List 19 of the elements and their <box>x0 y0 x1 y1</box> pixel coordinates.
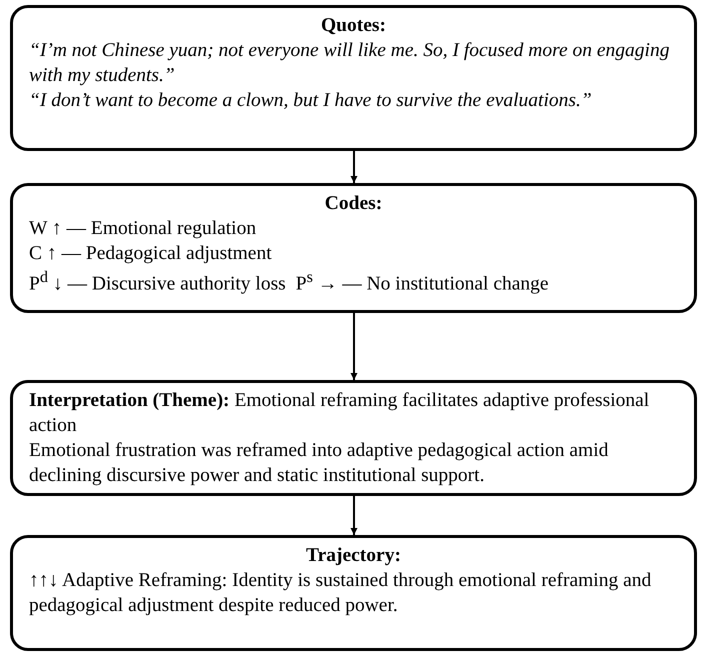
quote-text: “I don’t want to become a clown, but I have to survive the evaluations.” <box>29 88 593 113</box>
code-line: P$^{s}$ → — No institutional change <box>296 266 549 296</box>
process-box <box>10 183 697 313</box>
body-text: ↑↑↓ Adaptive Reframing: Identity is sustained through emotional reframing and pedagogical adjustment despite reduced power. <box>29 568 652 618</box>
arrow <box>350 313 358 380</box>
body-text: W ↑ — Emotional regulation <box>29 216 258 241</box>
box-heading: Trajectory: <box>305 544 402 568</box>
body-text: Interpretation (Theme): Emotional reframing facilitates adaptive professional action <box>29 389 650 438</box>
process-box <box>10 535 697 651</box>
process-box <box>10 5 697 151</box>
quote-text: “I’m not Chinese yuan; not everyone will like me. So, I focused more on engaging with my students.” <box>29 38 670 88</box>
body-text: Emotional frustration was reframed into adaptive pedagogical action amid declining discursive power and static institutional support. <box>29 438 610 488</box>
arrow <box>350 496 358 535</box>
body-text: C ↑ — Pedagogical adjustment <box>29 242 273 266</box>
process-box <box>10 380 697 496</box>
code-line: P$^{d}$ ↓ — Discursive authority loss <box>29 266 286 296</box>
box-heading: Codes: <box>324 192 384 216</box>
box-heading: Quotes: <box>320 14 387 38</box>
arrow <box>350 151 358 183</box>
